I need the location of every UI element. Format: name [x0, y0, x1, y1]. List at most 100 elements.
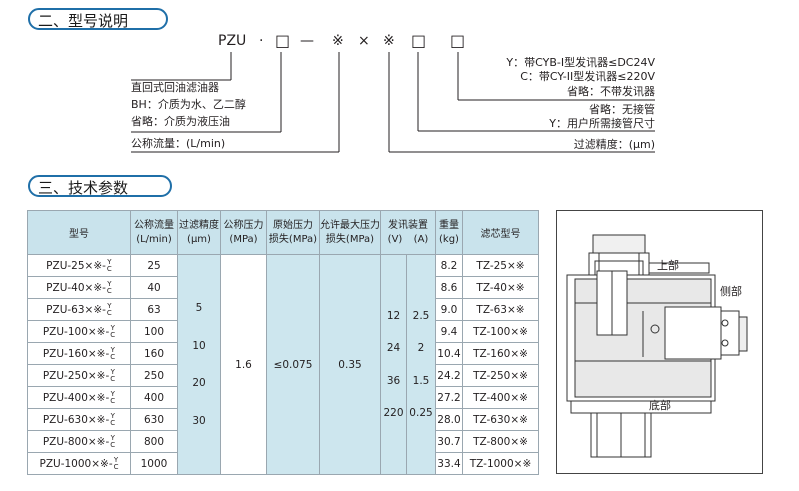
code-dash: —	[300, 33, 314, 49]
cell-flow: 160	[130, 342, 178, 365]
right-label-5: 过滤精度：(μm)	[574, 137, 655, 151]
code-box2: □	[411, 31, 426, 50]
cell-element: TZ-160×※	[462, 342, 539, 365]
signal-a-value: 1.5	[412, 374, 430, 387]
cell-weight: 9.4	[435, 320, 463, 343]
left-label-3: 公称流量：(L/min)	[131, 136, 225, 150]
code-box3: □	[450, 31, 465, 50]
section-title-tech-params: 三、技术参数	[28, 175, 172, 197]
cell-element: TZ-25×※	[462, 254, 539, 277]
cell-weight: 8.6	[435, 276, 463, 299]
cell-weight: 27.2	[435, 386, 463, 409]
signal-a-value: 2	[417, 342, 425, 355]
leader-lines	[131, 52, 655, 153]
precision-value: 10	[192, 339, 206, 352]
spec-table: 型号 公称流量(L/min) 过滤精度(μm) 公称压力(MPa) 原始压力损失…	[27, 210, 539, 475]
right-label-1: C：带CY-II型发讯器≤220V	[520, 69, 655, 83]
right-label-3: 省略：无接管	[589, 102, 655, 116]
cell-element: TZ-630×※	[462, 408, 539, 431]
cell-max-loss: 0.35	[319, 254, 381, 475]
cell-weight: 24.2	[435, 364, 463, 387]
precision-value: 20	[192, 377, 206, 390]
section-title-text: 三、技术参数	[38, 179, 129, 197]
right-label-2: 省略：不带发讯器	[567, 84, 655, 98]
right-label-4: Y：用户所需接管尺寸	[548, 116, 655, 130]
signal-a-value: 0.25	[409, 407, 433, 420]
code-dot: ·	[259, 33, 263, 49]
header-initial-loss: 原始压力损失(MPa)	[266, 210, 320, 255]
cell-element: TZ-400×※	[462, 386, 539, 409]
cell-weight: 33.4	[435, 452, 463, 475]
filter-drawing: 上部 侧部 底部	[556, 210, 763, 474]
cell-flow: 63	[130, 298, 178, 321]
drawing-label-side: 侧部	[720, 284, 742, 298]
header-max-loss: 允许最大压力损失(MPa)	[319, 210, 381, 255]
cell-weight: 30.7	[435, 430, 463, 453]
cell-element: TZ-800×※	[462, 430, 539, 453]
cell-element: TZ-63×※	[462, 298, 539, 321]
left-label-1: BH：介质为水、乙二醇	[131, 97, 246, 111]
precision-value: 5	[195, 302, 203, 315]
cell-weight: 8.2	[435, 254, 463, 277]
cell-flow: 1000	[130, 452, 178, 475]
code-star2: ※	[383, 33, 395, 49]
cell-element: TZ-1000×※	[462, 452, 539, 475]
cell-flow: 40	[130, 276, 178, 299]
cell-element: TZ-40×※	[462, 276, 539, 299]
header-pressure: 公称压力(MPa)	[220, 210, 267, 255]
code-box1: □	[275, 31, 290, 50]
code-prefix: PZU	[218, 33, 246, 49]
cell-initial-loss: ≤0.075	[266, 254, 320, 475]
header-weight: 重量(kg)	[435, 210, 463, 255]
signal-v-value: 36	[386, 374, 401, 387]
cell-pressure: 1.6	[220, 254, 267, 475]
cell-flow: 400	[130, 386, 178, 409]
left-label-0: 直回式回油滤油器	[131, 80, 219, 94]
model-code-diagram: PZU · □ — ※ × ※ □ □ 直回式回油滤油器 BH：介质为水、乙二醇…	[131, 31, 655, 153]
signal-v-value: 24	[386, 342, 401, 355]
cell-signal-a: 2.5 2 1.5 0.25	[406, 254, 436, 475]
filter-drawing-svg: 上部 侧部 底部	[566, 234, 748, 458]
header-row: 型号 公称流量(L/min) 过滤精度(μm) 公称压力(MPa) 原始压力损失…	[27, 210, 539, 255]
code-times: ×	[358, 33, 370, 49]
cell-weight: 9.0	[435, 298, 463, 321]
header-signal: 发讯装置 (V)(A)	[380, 210, 436, 255]
cell-element: TZ-100×※	[462, 320, 539, 343]
cell-flow: 250	[130, 364, 178, 387]
cell-flow: 630	[130, 408, 178, 431]
drawing-label-bottom: 底部	[649, 398, 671, 412]
signal-v-value: 220	[383, 407, 404, 420]
header-precision: 过滤精度(μm)	[177, 210, 221, 255]
cell-flow: 800	[130, 430, 178, 453]
signal-a-value: 2.5	[412, 309, 430, 322]
cell-weight: 10.4	[435, 342, 463, 365]
header-flow: 公称流量(L/min)	[130, 210, 178, 255]
section-title-model-description: 二、型号说明	[28, 8, 168, 30]
code-star1: ※	[332, 33, 344, 49]
